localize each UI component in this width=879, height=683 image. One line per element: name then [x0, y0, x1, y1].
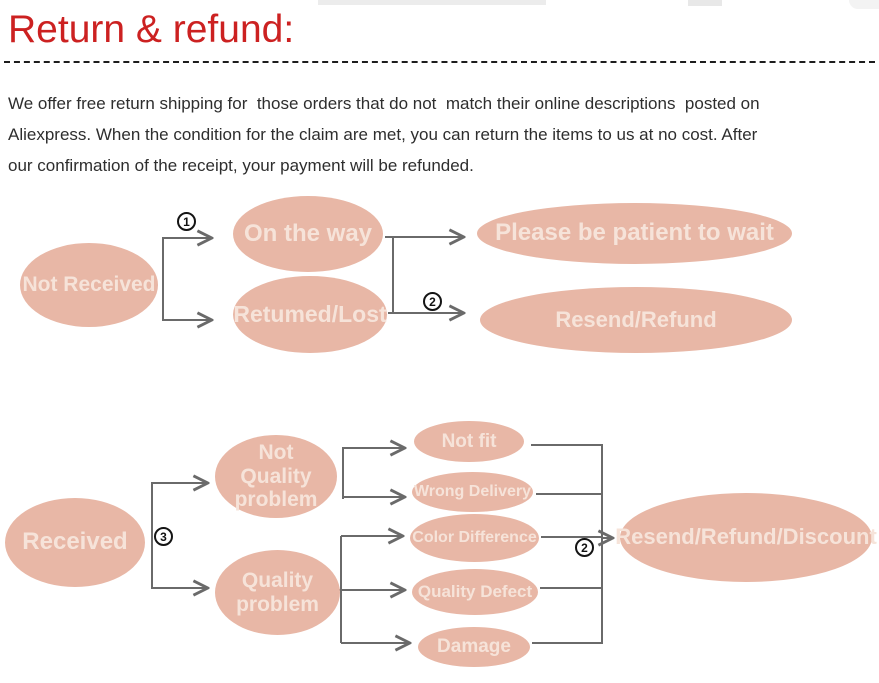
top-crop-artifact	[849, 0, 879, 9]
flow-node-please-be-patient: Please be patient to wait	[477, 203, 792, 264]
flow-node-quality-problem: Quality problem	[215, 550, 340, 635]
step-badge-2: 2	[575, 538, 594, 557]
step-badge-2: 2	[423, 292, 442, 311]
flow-node-label: Resend/Refund	[555, 306, 717, 332]
flow-node-resend-refund: Resend/Refund	[480, 287, 792, 353]
flow-node-label: Damage	[437, 636, 511, 658]
flow-node-received: Received	[5, 498, 145, 587]
flow-node-not-fit: Not fit	[414, 421, 524, 462]
flow-node-label: Quality problem	[236, 568, 319, 616]
flow-node-color-difference: Color Difference	[410, 514, 539, 562]
flow-node-label: Not fit	[441, 430, 497, 452]
intro-line: We offer free return shipping for those …	[8, 94, 760, 113]
flow-node-on-the-way: On the way	[233, 196, 383, 272]
step-badge-1: 1	[177, 212, 196, 231]
intro-line: Aliexpress. When the condition for the c…	[8, 125, 758, 144]
flow-node-quality-defect: Quality Defect	[412, 569, 538, 615]
flow-node-wrong-delivery: Wrong Delivery	[412, 472, 533, 512]
flow-node-returned-lost: Retumed/Lost	[233, 276, 387, 353]
flow-node-label: Retumed/Lost	[233, 300, 387, 327]
page-title: Return & refund:	[8, 8, 295, 51]
dashed-divider	[4, 61, 875, 63]
top-crop-artifact	[318, 0, 546, 5]
flow-node-label: Not Received	[22, 273, 156, 297]
intro-paragraph: We offer free return shipping for those …	[8, 88, 868, 181]
flow-node-label: Color Difference	[412, 529, 537, 547]
flow-node-label: Please be patient to wait	[495, 219, 774, 247]
flow-node-damage: Damage	[418, 627, 530, 667]
top-crop-artifact	[688, 0, 722, 6]
step-badge-3: 3	[154, 527, 173, 546]
flow-node-label: Resend/Refund/Discount	[615, 524, 877, 550]
flow-node-label: Wrong Delivery	[413, 483, 532, 501]
flow-node-not-received: Not Received	[20, 243, 158, 327]
flow-node-label: Not Quality problem	[234, 441, 318, 512]
flow-node-not-quality-problem: Not Quality problem	[215, 435, 337, 518]
flow-node-label: Received	[22, 528, 128, 556]
intro-line: our confirmation of the receipt, your pa…	[8, 156, 474, 175]
flow-node-label: Quality Defect	[417, 582, 533, 602]
flow-node-label: On the way	[243, 219, 373, 247]
flow-node-resend-refund-discount: Resend/Refund/Discount	[615, 493, 877, 582]
